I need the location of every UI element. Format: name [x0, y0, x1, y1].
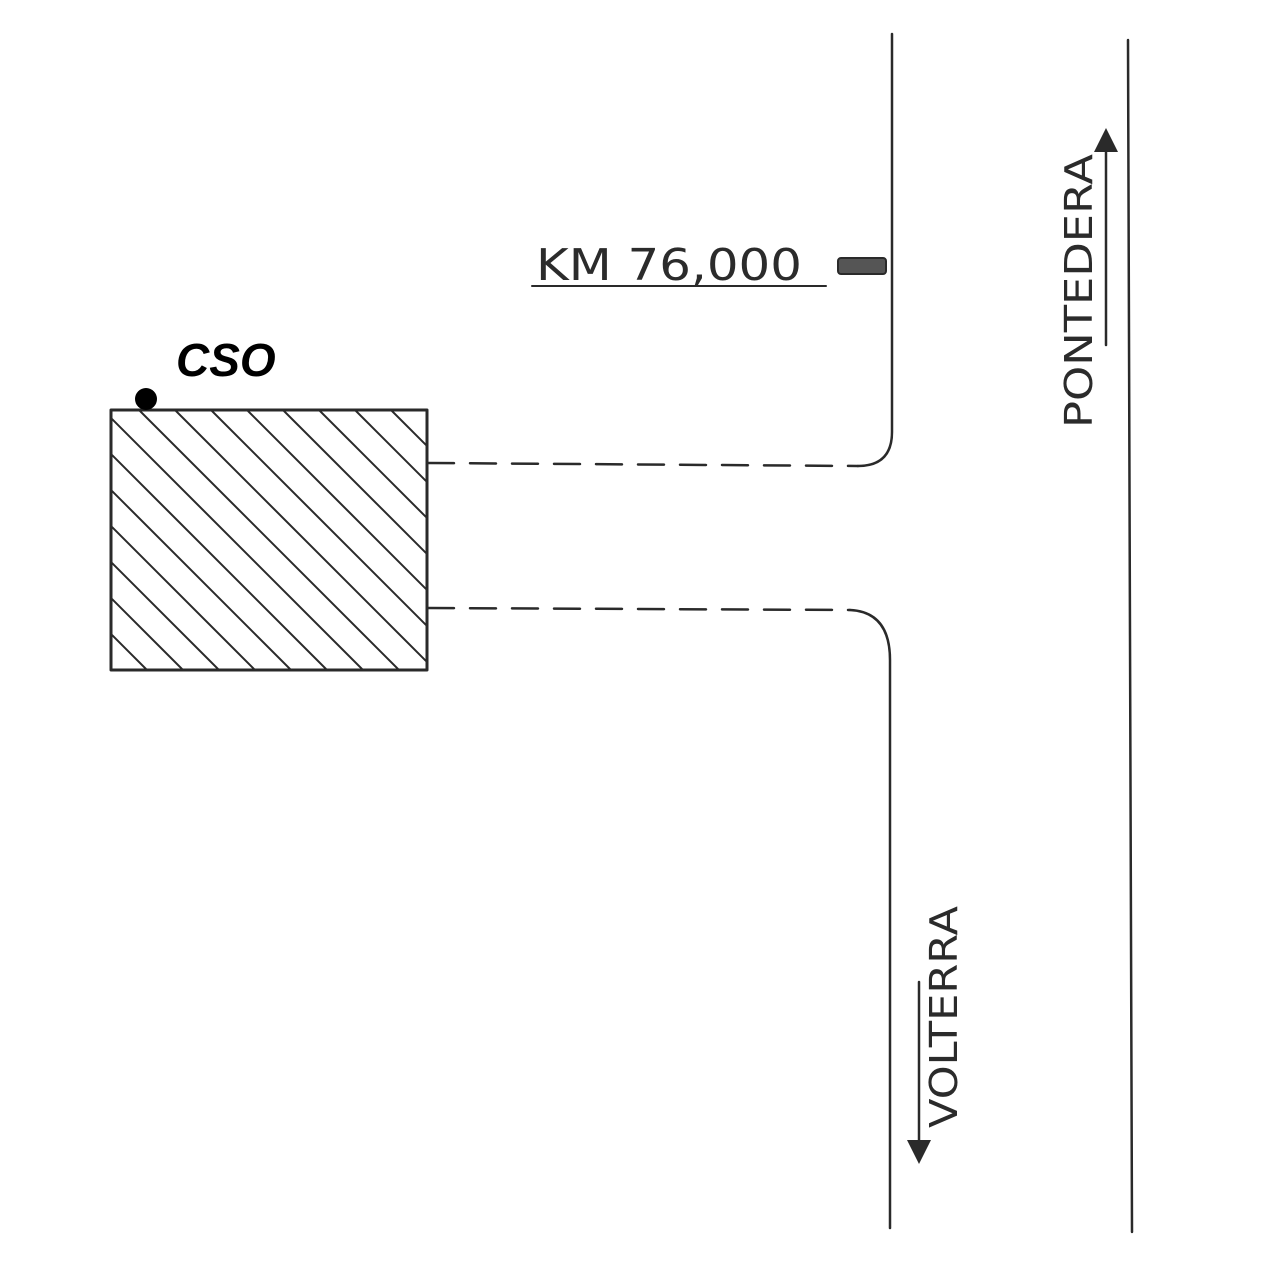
direction-volterra: VOLTERRA — [907, 906, 966, 1164]
hatch-line — [643, 410, 903, 670]
building-hatch — [111, 410, 939, 670]
hatch-line — [111, 560, 220, 670]
hatch-line — [111, 524, 256, 670]
direction-pontedera-label: PONTEDERA — [1057, 154, 1101, 428]
hatch-line — [111, 452, 328, 670]
hatch-line — [138, 410, 400, 670]
hatch-line — [174, 410, 427, 664]
hatch-line — [607, 410, 867, 670]
hatch-line — [463, 410, 723, 670]
hatch-line — [679, 410, 939, 670]
hatch-line — [246, 410, 427, 592]
hatch-line — [318, 410, 427, 520]
hatch-line — [210, 410, 427, 628]
cso-label: CSO — [176, 334, 276, 386]
cso-point — [135, 388, 157, 410]
direction-pontedera: PONTEDERA — [1057, 128, 1118, 428]
building-hatched — [109, 408, 939, 672]
road-edge-near-lower — [848, 608, 892, 1230]
access-road-upper-edge — [426, 461, 860, 468]
hatch-line — [499, 410, 759, 670]
access-road-lower-edge — [426, 606, 852, 612]
km-marker-post — [837, 257, 887, 275]
hatch-line — [111, 668, 112, 670]
hatch-line — [282, 410, 427, 556]
building-outline — [109, 408, 429, 672]
hatch-line — [390, 410, 427, 448]
road-edge-near-upper — [856, 32, 894, 468]
road-edge-far — [1126, 38, 1134, 1234]
arrow-up-icon — [1094, 128, 1118, 152]
arrow-down-icon — [907, 1140, 931, 1164]
hatch-line — [111, 416, 364, 670]
hatch-line — [354, 410, 427, 484]
hatch-line — [111, 488, 292, 670]
hatch-line — [111, 596, 184, 670]
hatch-line — [426, 410, 427, 412]
km-marker-label: KM 76,000 — [536, 240, 802, 291]
hatch-line — [571, 410, 831, 670]
hatch-line — [535, 410, 795, 670]
direction-volterra-label: VOLTERRA — [922, 906, 966, 1128]
